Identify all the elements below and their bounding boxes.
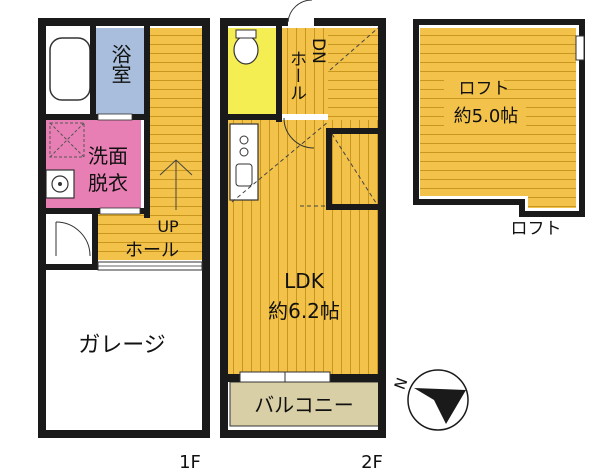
loft-name-label: ロフト — [459, 79, 510, 99]
ldk-label: LDK — [284, 269, 325, 293]
loft-area-label: 約5.0帖 — [454, 106, 519, 127]
floor-2-label: 2F — [361, 452, 383, 473]
ldk-area-label: 約6.2帖 — [268, 299, 340, 323]
hall-2f — [282, 28, 328, 114]
hall-1f-label: ホール — [125, 240, 179, 261]
north-arrow-icon — [414, 388, 466, 424]
compass-north-label: N — [391, 375, 412, 392]
toilet-bowl — [233, 35, 259, 65]
hall-2f-label: ホール — [286, 50, 306, 101]
wash-basin — [45, 169, 75, 199]
floor-2: DN ホール LDK 約6.2帖 バルコニー 2F — [220, 0, 386, 473]
washroom-label-line1: 洗面 — [88, 144, 128, 168]
hall-2f-dn-label: DN — [308, 38, 328, 64]
garage-label: ガレージ — [78, 333, 166, 358]
bath-room — [95, 28, 145, 114]
loft: ロフト 約5.0帖 ロフト — [413, 19, 585, 239]
washroom-label-line2: 脱衣 — [88, 171, 128, 195]
bathtub — [49, 37, 91, 101]
hall-1f-up-label: UP — [157, 217, 179, 236]
bath-label: 浴室 — [108, 44, 132, 84]
floor-1-label: 1F — [179, 452, 201, 473]
kitchen-counter — [229, 123, 259, 201]
garage — [46, 270, 202, 430]
compass: N — [391, 369, 469, 431]
balcony-label: バルコニー — [254, 393, 354, 417]
balcony — [229, 381, 381, 427]
washing-machine-space — [49, 122, 85, 158]
loft-caption: ロフト — [511, 219, 562, 239]
floor-1: 浴室 洗面 脱衣 UP ホール ガレージ 1F — [38, 18, 210, 473]
hall-1f — [98, 214, 202, 260]
stair-2f — [328, 28, 378, 128]
